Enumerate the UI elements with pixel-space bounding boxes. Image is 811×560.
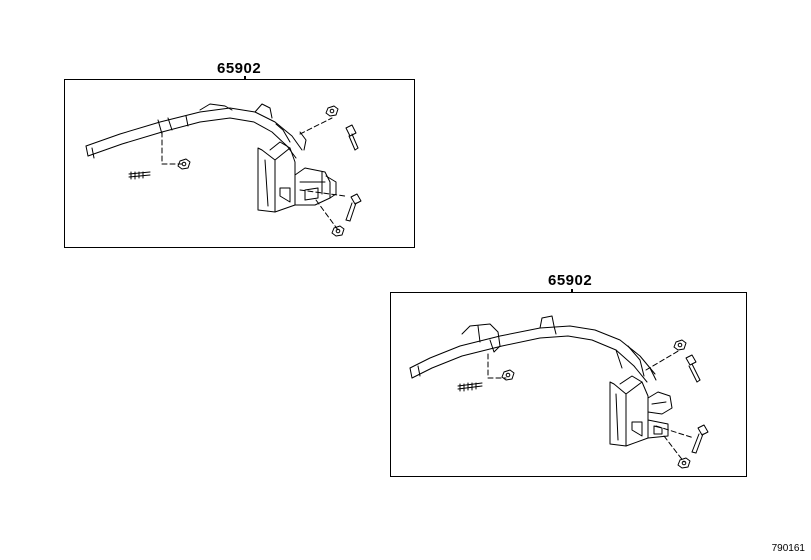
assembly-1-guide-lines xyxy=(161,117,346,231)
bolt-2a xyxy=(457,382,483,392)
bolt-2b xyxy=(685,354,701,383)
nut-1b xyxy=(325,105,339,117)
nut-2a xyxy=(501,369,515,381)
nut-1c xyxy=(331,225,345,237)
mount-plate-2 xyxy=(609,375,673,447)
mount-plate-1 xyxy=(257,141,337,213)
nut-2c xyxy=(677,457,691,469)
callout-leader-2 xyxy=(571,289,573,293)
nut-1a xyxy=(177,158,191,170)
part-number-callout-1: 65902 xyxy=(217,60,262,77)
rail-bracket-1 xyxy=(85,103,307,159)
assembly-frame-2 xyxy=(390,292,747,477)
bolt-2c xyxy=(691,424,709,454)
assembly-2-illustration xyxy=(409,315,709,469)
bolt-1c xyxy=(345,193,362,222)
assembly-1-illustration xyxy=(85,103,362,237)
figure-id-label: 790161 xyxy=(771,543,805,554)
assembly-frame-1 xyxy=(64,79,415,248)
rail-bracket-2 xyxy=(409,315,657,383)
part-number-callout-2: 65902 xyxy=(548,272,593,289)
nut-2b xyxy=(673,339,687,351)
callout-leader-1 xyxy=(244,76,246,80)
bolt-1a xyxy=(128,171,151,180)
assembly-2-guide-lines xyxy=(487,349,695,463)
bolt-1b xyxy=(345,124,359,151)
